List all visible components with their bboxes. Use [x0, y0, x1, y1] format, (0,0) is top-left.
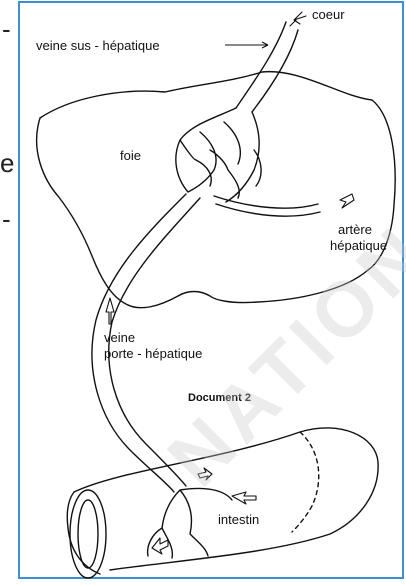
- label-foie: foie: [120, 148, 141, 163]
- label-veine-porte-2: porte - hépatique: [104, 346, 202, 361]
- label-veine-porte-1: veine: [104, 330, 135, 345]
- label-intestin: intestin: [218, 512, 259, 527]
